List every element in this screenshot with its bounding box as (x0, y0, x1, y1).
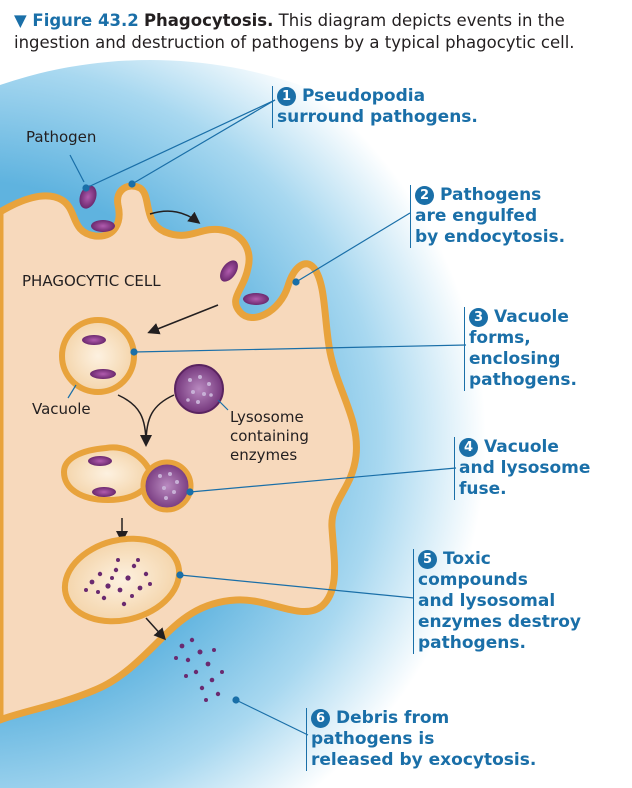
step-text: released by exocytosis. (311, 750, 537, 770)
lysosome (174, 364, 224, 414)
step-number: 2 (415, 186, 434, 205)
digestion-vacuole (61, 535, 183, 625)
step-text: enclosing (469, 349, 561, 369)
step-number: 4 (459, 438, 478, 457)
step-text: Pathogens (440, 185, 542, 205)
caption-text: This diagram depicts events in the inges… (14, 11, 575, 52)
lysosome-label-line: enzymes (230, 446, 298, 464)
pathogen (82, 335, 106, 345)
fusing-vacuole-lysosome (60, 444, 194, 513)
step-number: 5 (418, 550, 437, 569)
step-text: Debris from (336, 708, 450, 728)
step-number: 6 (311, 709, 330, 728)
lysosome-enzymes (186, 375, 213, 404)
step-5-callout: 5 Toxic compounds and lysosomal enzymes d… (413, 549, 581, 654)
pathogen-label: Pathogen (26, 128, 97, 146)
step-6-callout: 6 Debris from pathogens is released by ex… (306, 708, 536, 771)
pathogen-fragments (84, 558, 152, 607)
pathogen (91, 220, 115, 232)
arrow-1-to-2 (149, 210, 201, 224)
step-text: surround pathogens. (277, 107, 478, 127)
step-3-callout: 3 Vacuole forms, enclosing pathogens. (464, 307, 577, 391)
step-text: fuse. (459, 479, 507, 499)
figure-number: ▼ Figure 43.2 (14, 11, 139, 30)
step-text: and lysosomal (418, 591, 556, 611)
lysosome-label: Lysosome containing enzymes (230, 408, 309, 465)
released-debris (174, 637, 224, 702)
arrow-5-to-6 (145, 617, 167, 641)
step-text: forms, (469, 328, 531, 348)
phagocytic-cell-label: PHAGOCYTIC CELL (22, 272, 161, 290)
arrow-lyso-to-4 (145, 394, 175, 445)
pathogen (90, 369, 116, 379)
pathogen (243, 293, 269, 305)
step-text: Toxic (443, 549, 491, 569)
step-text: and lysosome (459, 458, 591, 478)
step-number: 1 (277, 87, 296, 106)
callout-leader-lines (67, 99, 467, 736)
step-number: 3 (469, 308, 488, 327)
step-text: Vacuole (484, 437, 559, 457)
figure-title: Phagocytosis. (143, 11, 274, 30)
step-text: pathogens is (311, 729, 435, 749)
vacuole (59, 317, 137, 395)
vacuole-label: Vacuole (32, 400, 91, 418)
step-text: pathogens. (469, 370, 577, 390)
figure-caption: ▼ Figure 43.2 Phagocytosis. This diagram… (14, 10, 620, 54)
step-4-callout: 4 Vacuole and lysosome fuse. (454, 437, 590, 500)
step-text: pathogens. (418, 633, 526, 653)
step-text: by endocytosis. (415, 227, 566, 247)
arrow-2-to-3 (147, 304, 219, 335)
lysosome-label-line: containing (230, 427, 309, 445)
step-text: enzymes destroy (418, 612, 581, 632)
step-1-callout: 1 Pseudopodia surround pathogens. (272, 86, 478, 128)
pathogen (79, 185, 97, 209)
step-text: compounds (418, 570, 528, 590)
step-text: Pseudopodia (302, 86, 426, 106)
lysosome-label-line: Lysosome (230, 408, 304, 426)
step-text: are engulfed (415, 206, 538, 226)
step-2-callout: 2 Pathogens are engulfed by endocytosis. (410, 185, 565, 248)
pathogen (220, 260, 238, 282)
step-text: Vacuole (494, 307, 569, 327)
